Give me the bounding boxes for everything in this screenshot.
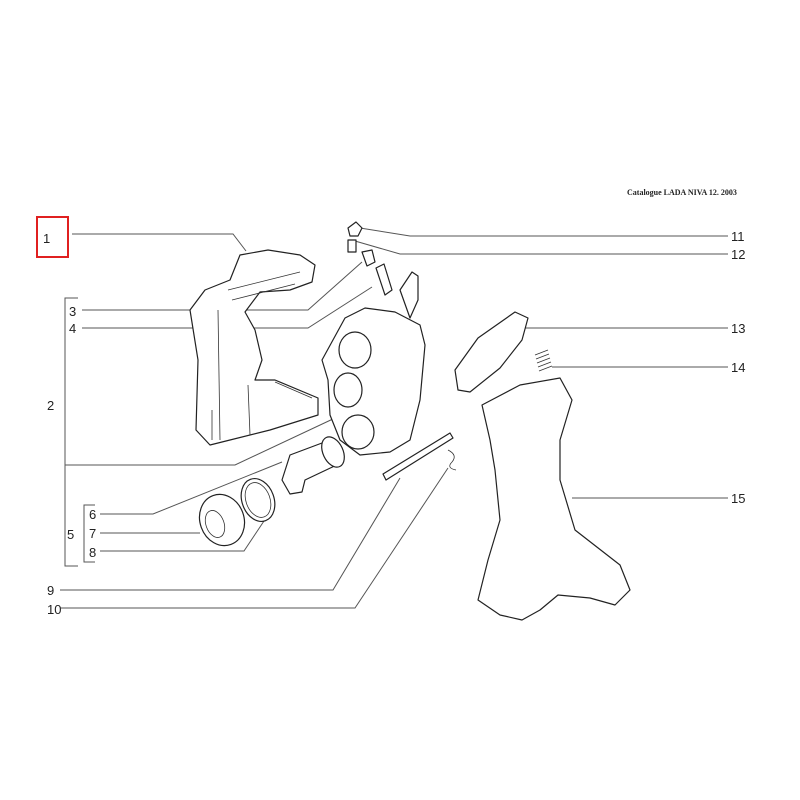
part-8-seal-ring: [240, 478, 276, 522]
callout-3[interactable]: 3: [69, 304, 76, 319]
leader-lines: [60, 227, 728, 609]
part-12-bleeder: [347, 239, 357, 253]
catalogue-header: Catalogue LADA NIVA 12. 2003: [627, 188, 737, 197]
part-7-dust-boot: [198, 493, 246, 547]
part-11-cap: [347, 221, 363, 237]
bracket-group-5: [83, 504, 95, 563]
part-1-caliper-guide: [189, 249, 319, 446]
callout-2[interactable]: 2: [47, 398, 54, 413]
callout-5[interactable]: 5: [67, 527, 74, 542]
part-14-spring: [534, 349, 553, 372]
part-13-brake-pad: [454, 311, 529, 393]
callout-6[interactable]: 6: [89, 507, 96, 522]
bracket-group-2: [64, 297, 78, 567]
selected-callout-highlight: [36, 216, 69, 258]
part-10-spring-clip: [447, 449, 457, 471]
callout-10[interactable]: 10: [47, 602, 61, 617]
callout-12[interactable]: 12: [731, 247, 745, 262]
callout-13[interactable]: 13: [731, 321, 745, 336]
callout-14[interactable]: 14: [731, 360, 745, 375]
part-9-guide-pin: [382, 432, 454, 481]
part-2-caliper-body: [321, 263, 426, 456]
part-4-bleeder-valve: [361, 249, 376, 267]
part-6-piston: [281, 436, 345, 495]
callout-7[interactable]: 7: [89, 526, 96, 541]
callout-9[interactable]: 9: [47, 583, 54, 598]
part-15-caliper-support: [477, 377, 631, 621]
callout-15[interactable]: 15: [731, 491, 745, 506]
callout-labels: 1 2 3 4 5 6 7 8 9 10 11 12 13 14 15: [43, 229, 745, 617]
callout-11[interactable]: 11: [731, 229, 745, 244]
callout-8[interactable]: 8: [89, 545, 96, 560]
callout-4[interactable]: 4: [69, 321, 76, 336]
callout-1[interactable]: 1: [43, 231, 50, 246]
